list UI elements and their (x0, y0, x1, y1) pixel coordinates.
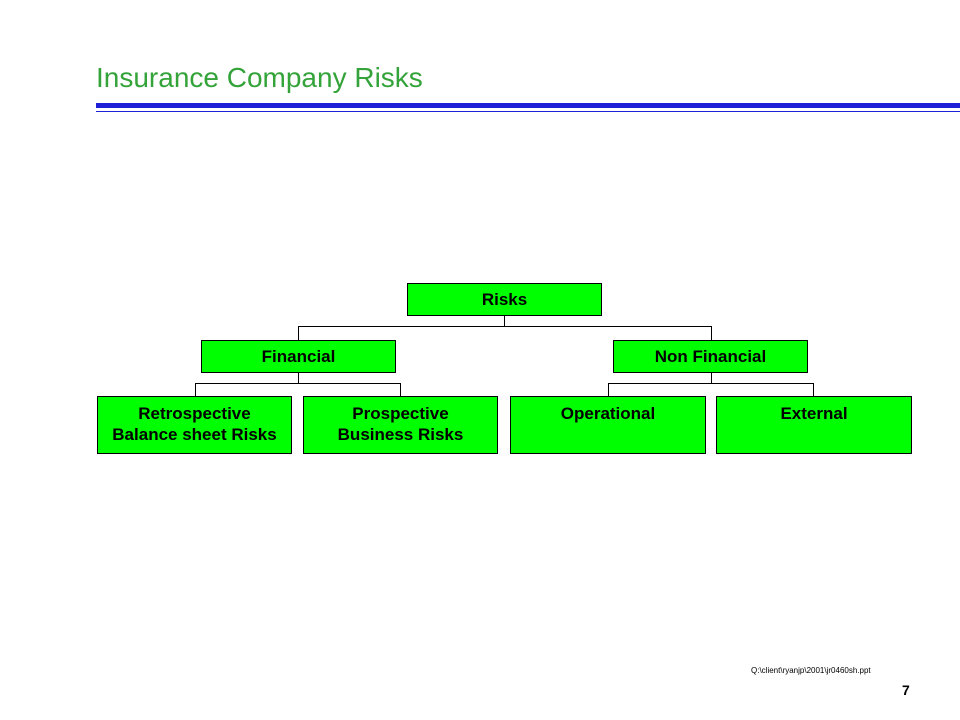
title-rule-thin (96, 111, 960, 112)
node-external: External (716, 396, 912, 454)
node-non-financial: Non Financial (613, 340, 808, 373)
connector-external-up (813, 383, 814, 397)
footer-file-path: Q:\client\ryanjp\2001\jr0460sh.ppt (751, 666, 871, 675)
node-retrospective: Retrospective Balance sheet Risks (97, 396, 292, 454)
connector-operational-up (608, 383, 609, 397)
page-number: 7 (902, 682, 910, 698)
connector-root-down (504, 315, 505, 327)
node-risks: Risks (407, 283, 602, 316)
connector-nonfinancial-bar (608, 383, 814, 384)
node-prospective: Prospective Business Risks (303, 396, 498, 454)
connector-nonfinancial-down (711, 372, 712, 384)
connector-prospective-up (400, 383, 401, 397)
connector-nonfinancial-up (711, 326, 712, 341)
node-operational: Operational (510, 396, 706, 454)
connector-financial-up (298, 326, 299, 341)
slide-title: Insurance Company Risks (96, 62, 423, 93)
node-financial: Financial (201, 340, 396, 373)
title-rule-thick (96, 103, 960, 108)
connector-level1-bar (298, 326, 712, 327)
connector-retrospective-up (195, 383, 196, 397)
connector-financial-bar (195, 383, 401, 384)
connector-financial-down (298, 372, 299, 384)
